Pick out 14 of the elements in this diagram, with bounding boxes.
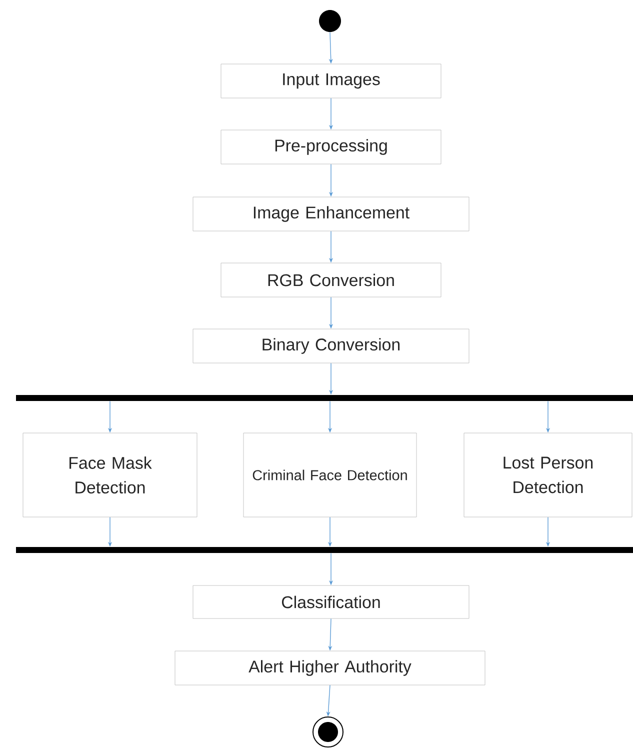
activity-box: Lost Person Detection <box>464 432 632 518</box>
activity-box: Pre-processing <box>220 130 442 164</box>
start-node <box>319 10 341 32</box>
activity-box: RGB Conversion <box>220 262 442 298</box>
activity-box: Input Images <box>220 64 442 98</box>
sync-bar <box>16 395 633 401</box>
activity-box: Alert Higher Authority <box>174 650 486 686</box>
activity-box: Criminal Face Detection <box>243 432 417 518</box>
activity-box: Classification <box>192 585 470 619</box>
sync-bar <box>16 547 633 553</box>
activity-box: Image Enhancement <box>192 196 470 232</box>
activity-box: Binary Conversion <box>192 328 470 364</box>
end-node <box>312 716 344 748</box>
activity-box: Face Mask Detection <box>22 432 198 518</box>
